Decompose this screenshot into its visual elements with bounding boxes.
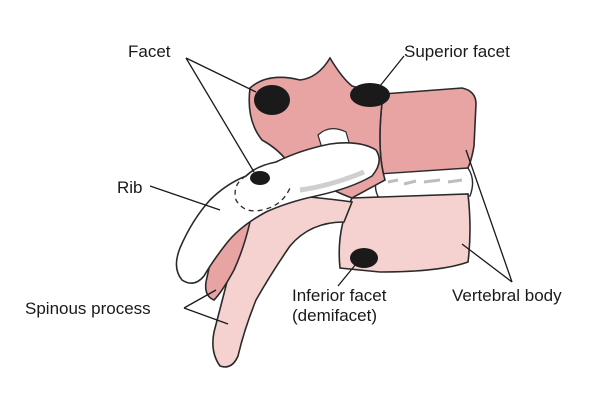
facet-dark-rib-head	[250, 171, 270, 185]
disc-texture	[387, 178, 463, 186]
rib	[175, 142, 380, 284]
label-inferior-facet-line1: Inferior facet	[292, 286, 387, 305]
leader-facet-lower	[185, 57, 255, 173]
leader-inferior-facet	[337, 263, 357, 287]
leader-superior-facet	[379, 55, 405, 87]
label-spinous-process: Spinous process	[25, 299, 151, 318]
leader-lines	[149, 55, 513, 325]
leader-spinous-a	[183, 289, 217, 309]
leader-facet-upper	[185, 57, 257, 93]
label-vertebral-body: Vertebral body	[452, 286, 562, 305]
facet-dark-upper	[254, 85, 290, 115]
label-inferior-facet-line2: (demifacet)	[292, 306, 378, 325]
label-rib: Rib	[117, 178, 143, 197]
label-superior-facet: Superior facet	[404, 42, 510, 61]
leader-vertebral-upper	[465, 149, 513, 283]
leader-rib	[149, 185, 221, 211]
rib-shading	[299, 169, 365, 193]
superior-facet-dark	[350, 83, 390, 107]
leader-vertebral-lower	[461, 243, 513, 283]
rib-head-dashed	[234, 175, 291, 212]
label-inferior-facet: Inferior facet (demifacet)	[292, 286, 387, 326]
rib-shape	[175, 142, 380, 284]
leader-spinous-b	[183, 307, 229, 325]
inferior-facet-dark	[350, 248, 378, 268]
vertebral-body-upper	[379, 87, 477, 181]
label-facet: Facet	[128, 42, 171, 61]
facets	[250, 83, 390, 268]
spinous-process-shape	[212, 195, 354, 368]
